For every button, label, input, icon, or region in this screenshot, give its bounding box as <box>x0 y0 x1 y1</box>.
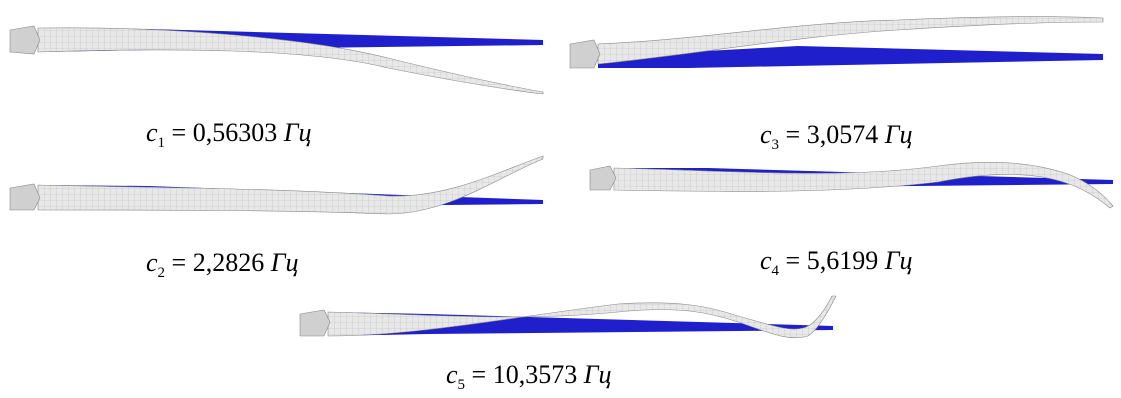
hub <box>589 165 617 191</box>
mode-1-label: c1 = 0,56303 Гц <box>146 118 312 151</box>
mode-5-shape <box>298 292 838 350</box>
mode-2-shape <box>8 152 548 222</box>
hub <box>569 39 601 69</box>
mode-3-label: c3 = 3,0574 Гц <box>760 120 913 153</box>
mode-1-shape <box>8 18 548 98</box>
mode-4-label: c4 = 5,6199 Гц <box>760 246 913 279</box>
hub <box>299 309 331 337</box>
hub <box>9 25 41 55</box>
hub <box>9 183 41 211</box>
mode-3-shape <box>568 12 1108 82</box>
mode-2-label: c2 = 2,2826 Гц <box>146 248 299 281</box>
mode-5-label: c5 = 10,3573 Гц <box>446 360 612 393</box>
undeformed-blade <box>598 46 1103 68</box>
mode-4-shape <box>588 156 1118 214</box>
